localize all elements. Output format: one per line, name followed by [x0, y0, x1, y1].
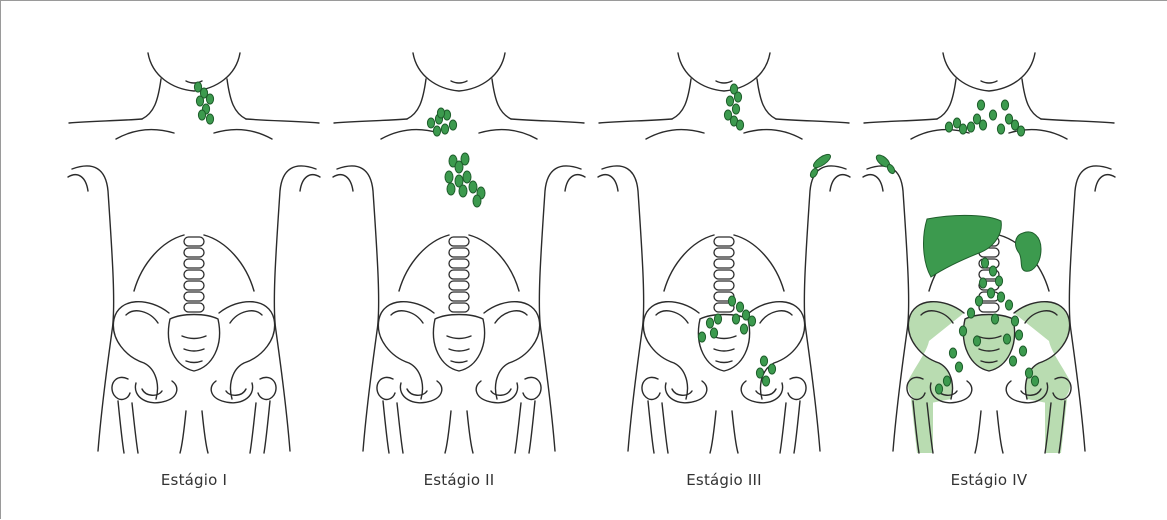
lymph-node: [981, 258, 988, 268]
vertebra: [714, 281, 734, 290]
lymph-node: [973, 336, 980, 346]
vertebra: [714, 237, 734, 246]
lymph-node: [706, 318, 713, 328]
lymph-node: [433, 126, 440, 136]
lymph-node: [198, 110, 205, 120]
stage-3-label: Estágio III: [624, 471, 824, 489]
vertebra: [449, 281, 469, 290]
lymph-node: [427, 118, 434, 128]
lymph-node: [1015, 330, 1022, 340]
vertebra: [449, 303, 469, 312]
lymph-node: [736, 120, 743, 130]
body-figure-stage-1: [68, 53, 320, 453]
lymph-node: [447, 183, 455, 195]
lymph-node: [987, 288, 994, 298]
lymph-node: [949, 348, 956, 358]
vertebra: [449, 248, 469, 257]
lymph-node: [995, 276, 1002, 286]
vertebra: [449, 270, 469, 279]
lymph-node: [943, 376, 950, 386]
vertebra: [714, 259, 734, 268]
vertebra: [184, 281, 204, 290]
body-outline: [333, 53, 585, 453]
vertebra: [184, 248, 204, 257]
stage-4-label: Estágio IV: [889, 471, 1089, 489]
vertebra: [449, 237, 469, 246]
lymph-node: [728, 296, 735, 306]
body-figure-stage-2: [333, 53, 585, 453]
vertebra: [184, 292, 204, 301]
lymph-node: [461, 153, 469, 165]
lymph-node: [437, 108, 444, 118]
body-outline: [68, 53, 320, 453]
lymph-node: [732, 104, 739, 114]
lymph-node: [698, 332, 705, 342]
lymph-node: [710, 328, 717, 338]
lymph-node: [989, 110, 996, 120]
lymph-node: [989, 266, 996, 276]
lymph-node: [206, 94, 213, 104]
lymph-node: [975, 296, 982, 306]
lymph-node: [977, 100, 984, 110]
body-figure-stage-3: [598, 53, 850, 453]
lymph-node: [945, 122, 952, 132]
lymph-node: [1001, 100, 1008, 110]
lymph-node: [1003, 334, 1010, 344]
lymph-node: [714, 314, 721, 324]
lymph-node: [1017, 126, 1024, 136]
lymph-node: [997, 292, 1004, 302]
lymph-node: [991, 314, 998, 324]
vertebra: [184, 237, 204, 246]
lymph-node: [732, 314, 739, 324]
lymph-node: [463, 171, 471, 183]
lymph-node: [756, 368, 763, 378]
lymph-node: [979, 278, 986, 288]
lymph-node: [955, 362, 962, 372]
lymph-node: [1005, 300, 1012, 310]
lymph-node: [748, 316, 755, 326]
lymph-node: [959, 326, 966, 336]
vertebra: [449, 259, 469, 268]
lymph-node: [959, 124, 966, 134]
stage-2-label: Estágio II: [359, 471, 559, 489]
lymph-node: [1019, 346, 1026, 356]
lymph-node: [1031, 376, 1038, 386]
lymph-node: [459, 185, 467, 197]
lymph-node: [935, 384, 942, 394]
lymph-node: [445, 171, 453, 183]
lymph-node: [726, 96, 733, 106]
lymph-node: [762, 376, 769, 386]
lymph-node: [967, 308, 974, 318]
lymph-node: [967, 122, 974, 132]
body-figure-stage-4: [863, 53, 1115, 453]
vertebra: [184, 259, 204, 268]
body-outline: [863, 53, 1115, 453]
lymph-node: [979, 120, 986, 130]
lymph-node: [1011, 316, 1018, 326]
lymph-node: [736, 302, 743, 312]
lymph-node: [196, 96, 203, 106]
vertebra: [184, 270, 204, 279]
vertebra: [184, 303, 204, 312]
lymph-node: [734, 92, 741, 102]
lymph-node: [469, 181, 477, 193]
stage-1-label: Estágio I: [94, 471, 294, 489]
lymph-node: [740, 324, 747, 334]
lymph-node: [1025, 368, 1032, 378]
vertebra: [449, 292, 469, 301]
body-outline: [598, 53, 850, 453]
lymph-node: [449, 120, 456, 130]
lymph-node: [473, 195, 481, 207]
lymph-node: [1009, 356, 1016, 366]
lymph-node: [768, 364, 775, 374]
lymph-node: [809, 167, 819, 179]
lymph-node: [997, 124, 1004, 134]
lymph-node: [206, 114, 213, 124]
vertebra: [714, 270, 734, 279]
vertebra: [714, 248, 734, 257]
lymph-node: [760, 356, 767, 366]
lymph-node: [441, 124, 448, 134]
